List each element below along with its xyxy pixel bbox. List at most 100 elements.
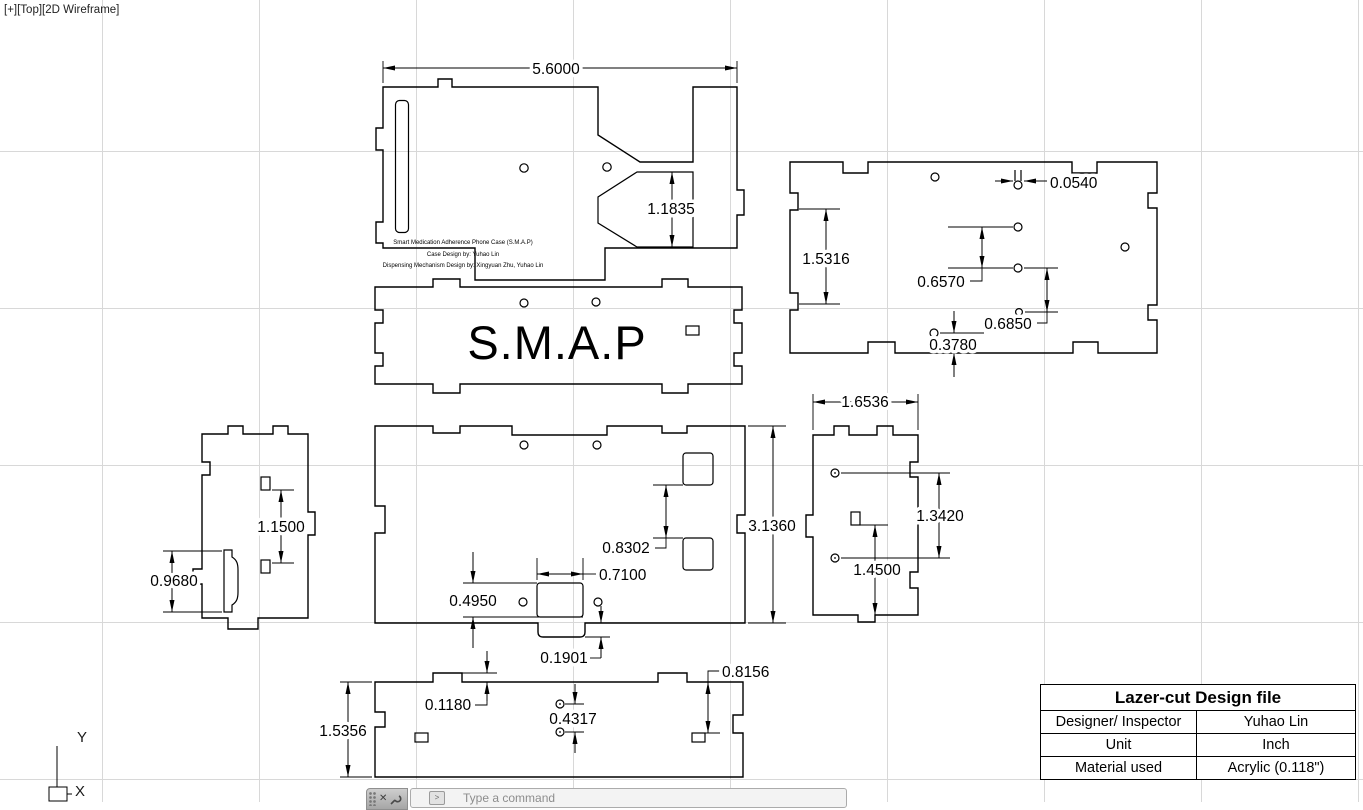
etch-note-line2[interactable]: Case Design by: Yuhao Lin	[427, 252, 499, 258]
dim-0-7100[interactable]: 0.7100	[536, 558, 650, 588]
command-prompt-icon: >	[429, 791, 445, 805]
title-block[interactable]: Lazer-cut Design file Designer/ Inspecto…	[1040, 684, 1356, 780]
part-left-side-panel[interactable]	[192, 425, 316, 630]
square-cutout[interactable]	[682, 537, 714, 571]
svg-text:1.4500: 1.4500	[853, 562, 901, 579]
dim-0-8302[interactable]: 0.8302	[599, 484, 683, 561]
screw-hole[interactable]	[1014, 308, 1023, 317]
ucs-x-label: X	[75, 783, 85, 800]
screw-hole[interactable]	[518, 597, 528, 607]
svg-text:1.1835: 1.1835	[647, 201, 694, 218]
part-back-panel[interactable]	[789, 161, 1158, 354]
dim-0-4950[interactable]: 0.4950	[446, 552, 583, 648]
screw-hole[interactable]	[519, 163, 529, 173]
title-block-value[interactable]: Yuhao Lin	[1243, 714, 1309, 730]
screw-hole[interactable]	[1120, 242, 1130, 252]
dim-0-0540[interactable]: 0.0540	[995, 172, 1101, 196]
screw-hole[interactable]	[591, 297, 601, 307]
smap-etch-text[interactable]: S.M.A.P	[467, 316, 646, 369]
dim-0-8156[interactable]: 0.8156	[694, 661, 773, 734]
part-front-panel[interactable]: S.M.A.P	[374, 278, 743, 394]
svg-text:1.6536: 1.6536	[841, 394, 888, 411]
svg-text:1.3420: 1.3420	[916, 508, 964, 525]
square-cutout[interactable]	[682, 452, 714, 486]
pin-hole[interactable]	[830, 468, 840, 478]
svg-text:0.0540: 0.0540	[1050, 175, 1098, 192]
command-bar-handle[interactable]: ✕	[366, 788, 408, 810]
svg-text:0.1901: 0.1901	[540, 650, 587, 667]
screw-hole[interactable]	[1013, 263, 1023, 273]
command-line-bar[interactable]: ✕ > Type a command	[366, 788, 847, 810]
dim-1-1500[interactable]: 1.1500	[254, 489, 309, 564]
dim-3-1360[interactable]: 3.1360	[745, 425, 800, 624]
dim-0-1901[interactable]: 0.1901	[537, 606, 610, 671]
square-cutout[interactable]	[850, 511, 861, 526]
dim-1-5356[interactable]: 1.5356	[316, 681, 372, 778]
screw-hole[interactable]	[602, 162, 612, 172]
screw-hole[interactable]	[929, 328, 939, 338]
title-block-row[interactable]: Unit Inch	[1041, 734, 1355, 757]
square-cutout[interactable]	[260, 559, 271, 574]
button-profile-cutout[interactable]	[223, 549, 239, 613]
hex-cutout[interactable]	[597, 171, 694, 248]
pin-hole[interactable]	[555, 727, 565, 737]
pin-hole[interactable]	[830, 553, 840, 563]
svg-text:0.6850: 0.6850	[984, 316, 1032, 333]
small-rect-cutout[interactable]	[691, 732, 706, 743]
etch-note-line1[interactable]: Smart Medication Adherence Phone Case (S…	[393, 240, 532, 246]
part-bottom-strip-panel[interactable]	[374, 672, 744, 778]
dim-0-1180[interactable]: 0.1180	[421, 651, 497, 718]
ucs-icon[interactable]: Y X	[48, 729, 87, 802]
svg-text:0.6570: 0.6570	[917, 274, 965, 291]
dim-0-4317[interactable]: 0.4317	[546, 684, 600, 753]
drag-grip-icon[interactable]	[369, 792, 377, 806]
screw-hole[interactable]	[930, 172, 940, 182]
small-rect-cutout[interactable]	[414, 732, 429, 743]
dim-1-3420[interactable]: 1.3420	[841, 472, 968, 559]
dim-0-6850[interactable]: 0.6850	[981, 267, 1058, 337]
part-bottom-case-panel[interactable]	[374, 425, 746, 638]
viewport-menu-button[interactable]: [+]	[4, 4, 18, 16]
svg-text:3.1360: 3.1360	[748, 518, 796, 535]
title-block-row[interactable]: Designer/ Inspector Yuhao Lin	[1041, 711, 1355, 734]
small-rect-cutout[interactable]	[685, 325, 700, 336]
title-block-label[interactable]: Unit	[1041, 734, 1197, 756]
title-block-row[interactable]: Material used Acrylic (0.118")	[1041, 757, 1355, 779]
viewport-view-control[interactable]: [Top]	[17, 4, 43, 16]
screw-hole[interactable]	[1013, 222, 1023, 232]
viewport-visual-style-control[interactable]: [2D Wireframe]	[42, 4, 120, 16]
dim-0-9680[interactable]: 0.9680	[147, 550, 222, 613]
dim-1-6536[interactable]: 1.6536	[812, 391, 919, 430]
port-cutout[interactable]	[536, 582, 584, 618]
dim-1-4500[interactable]: 1.4500	[850, 524, 905, 615]
title-block-label[interactable]: Designer/ Inspector	[1041, 711, 1197, 733]
dim-0-6570[interactable]: 0.6570	[914, 226, 1013, 295]
svg-text:0.8302: 0.8302	[602, 540, 649, 557]
etch-note-line3[interactable]: Dispensing Mechanism Design by: Xingyuan…	[383, 263, 544, 269]
pin-hole[interactable]	[555, 699, 565, 709]
svg-text:0.4950: 0.4950	[449, 593, 497, 610]
screw-hole[interactable]	[592, 440, 602, 450]
dim-5-6000[interactable]: 5.6000	[382, 58, 738, 83]
title-block-title[interactable]: Lazer-cut Design file	[1041, 685, 1355, 711]
command-input[interactable]: > Type a command	[410, 788, 847, 808]
screw-hole[interactable]	[1013, 180, 1023, 190]
dim-1-1835[interactable]: 1.1835	[644, 172, 698, 247]
part-right-side-panel[interactable]	[805, 425, 919, 623]
screw-hole[interactable]	[519, 440, 529, 450]
svg-text:5.6000: 5.6000	[532, 61, 580, 78]
viewport-controls: [+][Top][2D Wireframe]	[4, 4, 119, 16]
dim-1-5316[interactable]: 1.5316	[799, 208, 853, 305]
title-block-label[interactable]: Material used	[1041, 757, 1197, 779]
square-cutout[interactable]	[260, 476, 271, 491]
dim-0-3780[interactable]: 0.3780	[926, 311, 984, 377]
slot-cutout[interactable]	[394, 99, 410, 234]
part-top-case-panel[interactable]: Smart Medication Adherence Phone Case (S…	[375, 78, 745, 281]
screw-hole[interactable]	[593, 597, 603, 607]
title-block-value[interactable]: Inch	[1262, 737, 1290, 753]
title-block-value[interactable]: Acrylic (0.118")	[1227, 760, 1325, 776]
close-icon[interactable]: ✕	[379, 793, 388, 804]
screw-hole[interactable]	[519, 298, 529, 308]
wrench-icon[interactable]	[389, 793, 402, 806]
